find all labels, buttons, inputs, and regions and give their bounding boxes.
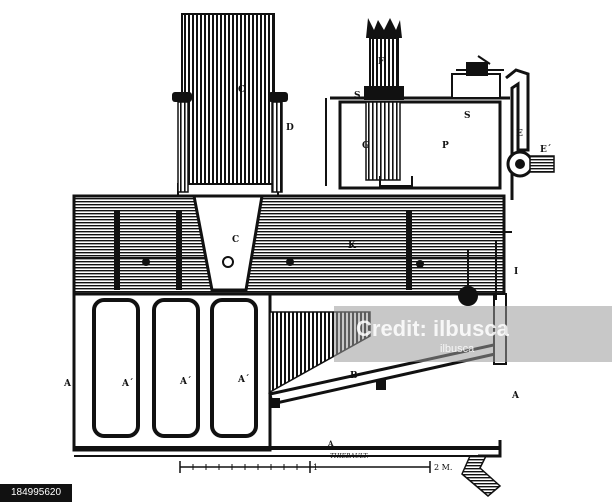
engraver-signature: THIEBAULT.: [330, 453, 368, 460]
label-chimney: C: [238, 85, 245, 95]
image-id-badge: 184995620: [0, 484, 72, 502]
watermark-band: [334, 306, 612, 362]
watermark-short: ilbusca: [440, 343, 475, 355]
label-s-right: S: [464, 111, 471, 121]
watermark-main: Credit: ilbusca: [356, 316, 510, 341]
label-e: E: [516, 129, 523, 139]
steam-pipe: [505, 68, 555, 200]
steam-dome: [172, 92, 288, 193]
scale-label-two: 2 M.: [434, 463, 452, 472]
lower-water-legs: [72, 292, 502, 458]
gauge-glass: [458, 231, 512, 306]
label-p: P: [442, 141, 449, 151]
label-flue: C: [232, 235, 239, 245]
label-e-prime: E´: [540, 144, 551, 155]
scale-bar: [179, 461, 431, 473]
label-b: B: [350, 371, 358, 381]
boiler-barrel: [72, 194, 506, 296]
label-feed-tube: F: [378, 57, 385, 67]
label-g: G: [362, 141, 370, 151]
label-a-right: A: [511, 391, 520, 401]
label-a-left: A: [63, 379, 72, 389]
label-k: K: [348, 241, 357, 251]
central-flue: [192, 194, 264, 292]
label-a-prime-3: A´: [237, 374, 249, 385]
upper-tank: [325, 96, 510, 190]
exhaust-pipe: [461, 455, 502, 497]
label-a-prime-1: A´: [121, 378, 133, 389]
label-a-prime-2: A´: [179, 376, 191, 387]
label-dome: D: [286, 123, 294, 133]
chimney: [177, 13, 279, 197]
scale-label-one: 1: [313, 463, 318, 472]
label-s-left: S: [354, 91, 361, 101]
label-a-bottom: A: [327, 439, 334, 448]
valve-gear: [451, 55, 504, 99]
label-i: I: [514, 267, 518, 277]
